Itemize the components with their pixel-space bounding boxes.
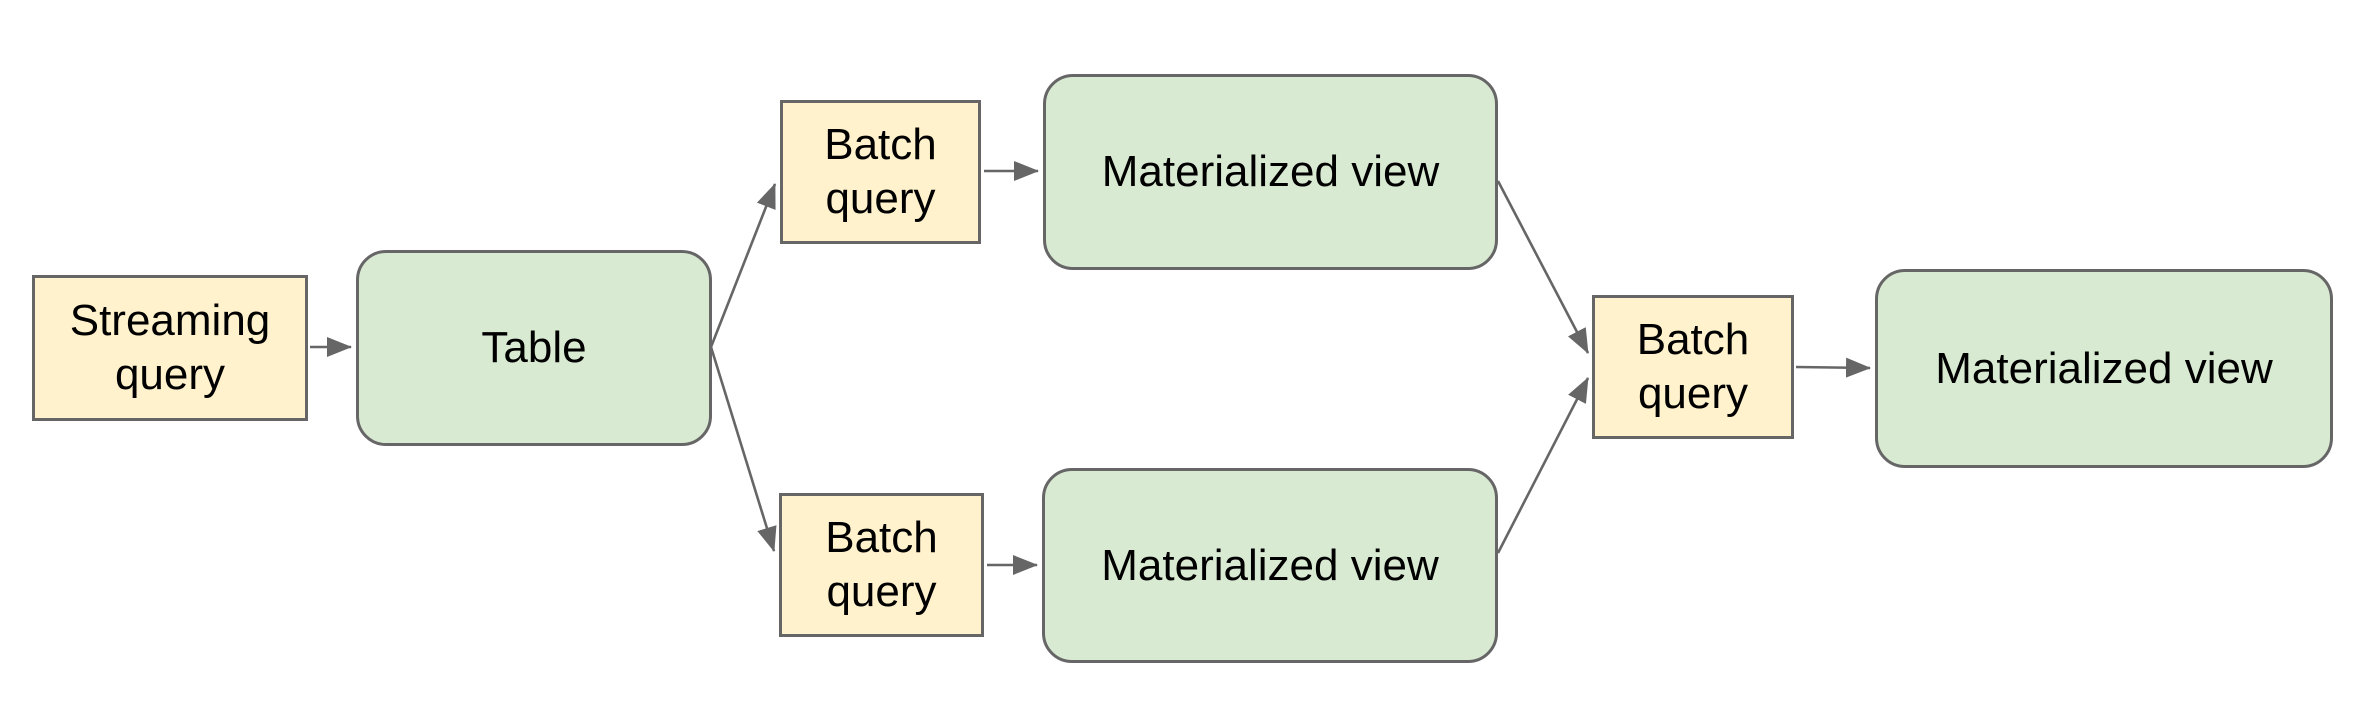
edge-table-to-batch-query-bottom [709, 346, 777, 552]
node-batch-query-bottom: Batch query [779, 493, 984, 637]
edge-mv-top-to-batch-query-final [1496, 180, 1590, 354]
edge-batch-query-final-to-mv-final [1795, 357, 1871, 378]
node-materialized-view-final: Materialized view [1875, 269, 2333, 468]
node-table: Table [356, 250, 712, 446]
node-streaming-query: Streaming query [32, 275, 308, 421]
edge-mv-bottom-to-batch-query-final [1496, 377, 1590, 554]
node-materialized-view-top: Materialized view [1043, 74, 1498, 270]
node-batch-query-final: Batch query [1592, 295, 1794, 439]
node-batch-query-top: Batch query [780, 100, 981, 244]
edge-table-to-batch-query-top [709, 183, 777, 348]
node-materialized-view-bottom: Materialized view [1042, 468, 1498, 663]
